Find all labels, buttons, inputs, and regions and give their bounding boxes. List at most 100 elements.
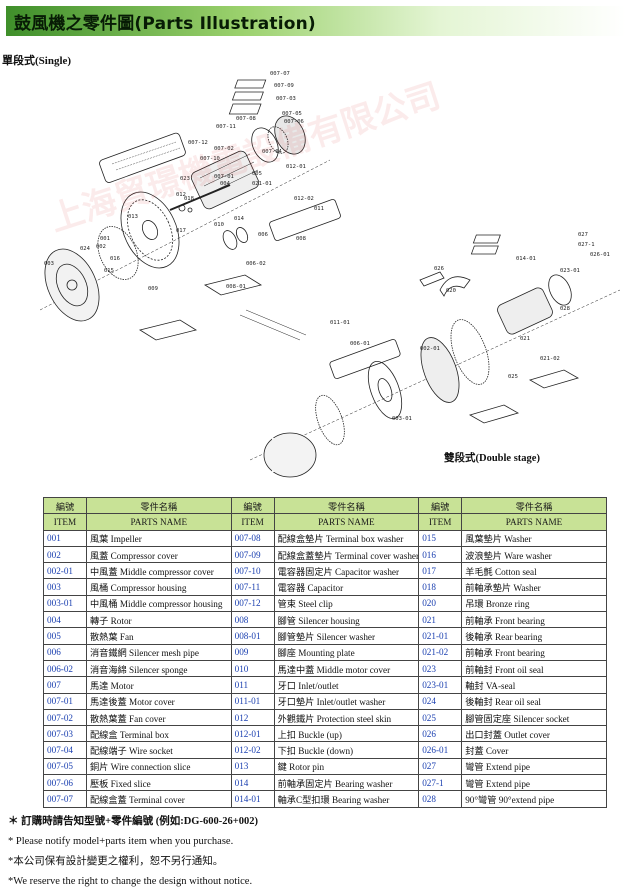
- item-number: 013: [230, 757, 275, 776]
- part-name: 前軸承固定片 Bearing washer: [273, 774, 420, 792]
- svg-text:007-07: 007-07: [270, 71, 290, 77]
- part-name: 軸封 VA-seal: [461, 676, 607, 694]
- note-rights: *本公司保有設計變更之權利，恕不另行通知。: [8, 856, 224, 867]
- svg-text:010: 010: [214, 222, 224, 228]
- item-number: 015: [418, 529, 463, 547]
- svg-text:023: 023: [180, 176, 190, 182]
- svg-text:021-01: 021-01: [252, 181, 272, 187]
- part-name: 腳管固定座 Silencer socket: [461, 708, 607, 727]
- svg-text:007-03: 007-03: [276, 96, 296, 102]
- part-name: 配線盒蓋墊片 Terminal cover washer: [273, 545, 420, 564]
- parts-exploded-drawing: 007-07 007-09 007-03 007-05 007-06 007-0…: [39, 71, 621, 478]
- svg-text:005: 005: [252, 171, 262, 177]
- item-number: 004: [43, 611, 87, 629]
- item-number: 011-01: [230, 692, 275, 710]
- svg-text:008-01: 008-01: [226, 284, 246, 290]
- item-number: 024: [418, 692, 463, 710]
- part-name: 鍵 Rotor pin: [273, 757, 420, 776]
- svg-text:025: 025: [508, 374, 518, 380]
- part-name: 後軸封 Rear oil seal: [461, 692, 607, 710]
- item-number: 017: [418, 562, 463, 580]
- item-number: 006: [43, 643, 87, 661]
- part-name: 出口封蓋 Outlet cover: [461, 725, 607, 743]
- item-number: 021-02: [418, 643, 463, 661]
- part-name: 波浪墊片 Ware washer: [461, 545, 607, 564]
- part-name: 彎管 Extend pipe: [461, 774, 607, 792]
- svg-text:016: 016: [110, 256, 120, 262]
- svg-text:020: 020: [446, 288, 456, 294]
- item-number: 007-05: [43, 757, 87, 776]
- column-header: 編號: [43, 496, 87, 515]
- single-stage-label: 單段式(Single): [2, 55, 72, 67]
- part-name: 腳座 Mounting plate: [273, 643, 420, 661]
- svg-text:006-01: 006-01: [350, 341, 370, 347]
- svg-text:003-01: 003-01: [392, 416, 412, 422]
- item-number: 007-11: [230, 578, 275, 596]
- svg-text:011-01: 011-01: [330, 320, 350, 326]
- part-name: 散熱葉蓋 Fan cover: [86, 708, 232, 727]
- item-number: 023-01: [418, 676, 463, 694]
- part-name: 馬達後蓋 Motor cover: [86, 692, 232, 710]
- note-rights-en: *We reserve the right to change the desi…: [8, 876, 253, 887]
- part-name: 前軸承 Front bearing: [461, 643, 607, 661]
- item-number: 001: [43, 529, 87, 547]
- svg-text:007-10: 007-10: [200, 156, 220, 162]
- part-name: 電容器固定片 Capacitor washer: [273, 562, 420, 580]
- svg-text:008: 008: [296, 236, 306, 242]
- svg-text:021: 021: [520, 336, 530, 342]
- part-name: 管束 Steel clip: [273, 594, 420, 613]
- svg-text:007-04: 007-04: [262, 149, 283, 155]
- column-header: 零件名稱: [461, 496, 607, 515]
- part-name: 消音海綿 Silencer sponge: [86, 659, 232, 678]
- svg-text:006-02: 006-02: [246, 261, 266, 267]
- svg-text:028: 028: [560, 306, 570, 312]
- item-number: 012-01: [230, 725, 275, 743]
- svg-text:026: 026: [434, 266, 444, 272]
- item-number: 026-01: [418, 741, 463, 759]
- item-number: 012-02: [230, 741, 275, 759]
- svg-text:001: 001: [100, 236, 110, 242]
- item-number: 002: [43, 545, 87, 564]
- column-header: PARTS NAME: [86, 513, 232, 531]
- part-name: 風蓋 Compressor cover: [86, 545, 232, 564]
- part-name: 軸承C型扣環 Bearing washer: [273, 790, 420, 808]
- svg-text:021-02: 021-02: [540, 356, 560, 362]
- column-header: PARTS NAME: [273, 513, 420, 531]
- svg-text:007-08: 007-08: [236, 116, 256, 122]
- part-name: 銅片 Wire connection slice: [86, 757, 232, 776]
- part-name: 電容器 Capacitor: [273, 578, 420, 596]
- part-name: 散熱葉 Fan: [86, 627, 232, 645]
- item-number: 003: [43, 578, 87, 596]
- svg-text:007-01: 007-01: [214, 174, 234, 180]
- item-number: 025: [418, 708, 463, 727]
- item-number: 007-04: [43, 741, 87, 759]
- svg-text:007-06: 007-06: [284, 119, 304, 125]
- column-header: ITEM: [43, 513, 87, 531]
- part-name: 90°彎管 90°extend pipe: [461, 790, 607, 808]
- column-header: 編號: [230, 496, 275, 515]
- item-number: 007-09: [230, 545, 275, 564]
- note-order-en: * Please notify model+parts item when yo…: [8, 836, 234, 847]
- svg-text:007-11: 007-11: [216, 124, 236, 130]
- svg-text:011: 011: [314, 206, 324, 212]
- item-number: 014-01: [230, 790, 275, 808]
- part-name: 配線盒蓋 Terminal cover: [86, 790, 232, 808]
- part-name: 風桶 Compressor housing: [86, 578, 232, 596]
- part-name: 牙口 Inlet/outlet: [273, 676, 420, 694]
- svg-text:009: 009: [148, 286, 158, 292]
- part-name: 外觀鐵片 Protection steel skin: [273, 708, 420, 727]
- svg-text:013: 013: [128, 214, 138, 220]
- item-number: 010: [230, 659, 275, 678]
- svg-text:007-09: 007-09: [274, 83, 294, 89]
